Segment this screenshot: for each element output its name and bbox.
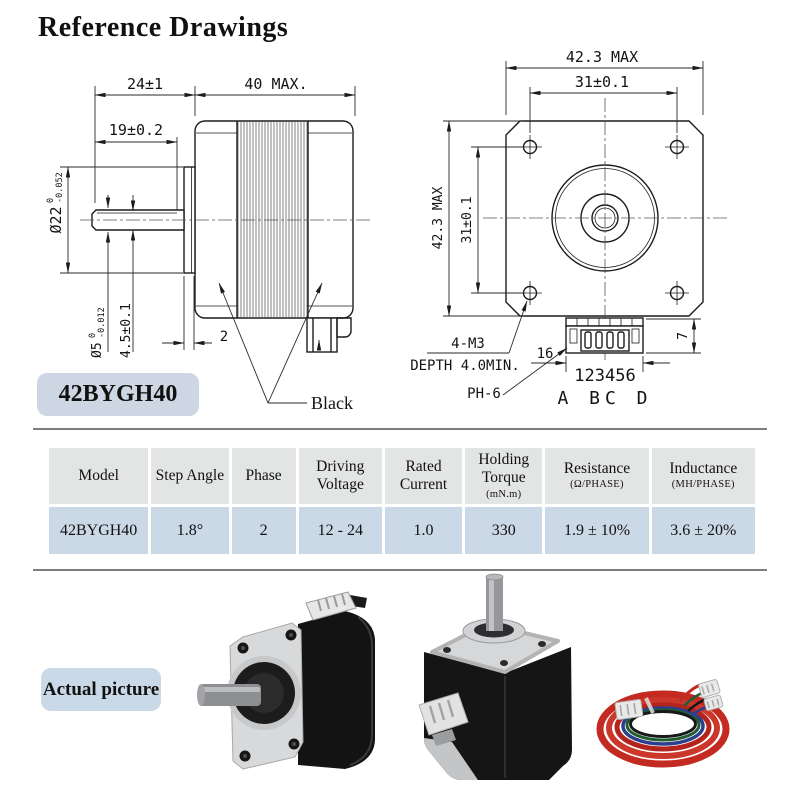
col-inductance: Inductance(MH/PHASE) — [651, 448, 755, 504]
dim-hole-spacing-h: 31±0.1 — [575, 73, 629, 91]
col-phase: Phase — [231, 448, 296, 504]
dim-body-length: 40 MAX. — [244, 75, 307, 93]
svg-text:0: 0 — [46, 198, 56, 203]
value-driving-voltage: 12 - 24 — [298, 507, 382, 554]
col-driving-voltage: Driving Voltage — [298, 448, 382, 504]
spec-header-row: Model Step Angle Phase Driving Voltage R… — [49, 448, 755, 504]
mounting-holes — [518, 135, 689, 305]
dim-connector-width: 16 — [537, 346, 554, 362]
front-connector — [565, 317, 644, 354]
spec-data-row: 42BYGH40 1.8° 2 12 - 24 1.0 330 1.9 ± 10… — [49, 507, 755, 554]
side-connector — [306, 317, 352, 353]
svg-text:-0.012: -0.012 — [97, 307, 107, 338]
dim-connector-height: 7 — [676, 332, 691, 340]
col-resistance: Resistance(Ω/PHASE) — [545, 448, 649, 504]
model-badge: 42BYGH40 — [37, 373, 199, 416]
dim-flat-length: 19±0.2 — [109, 121, 163, 139]
col-step-angle: Step Angle — [151, 448, 229, 504]
svg-text:42.3 MAX: 42.3 MAX — [431, 187, 446, 250]
divider-bottom — [33, 569, 767, 571]
connector-type-callout: PH-6 — [467, 386, 501, 402]
col-model: Model — [49, 448, 149, 504]
value-step-angle: 1.8° — [151, 507, 229, 554]
svg-text:Ø5: Ø5 — [90, 342, 105, 358]
value-rated-current: 1.0 — [384, 507, 463, 554]
lamination-hatch — [237, 122, 308, 317]
svg-text:7: 7 — [676, 332, 691, 340]
mounting-hole-callout: 4-M3 — [451, 336, 485, 352]
pin-phase-letters: A BC D — [557, 388, 652, 409]
dim-pilot-depth: 2 — [220, 329, 228, 345]
value-resistance: 1.9 ± 10% — [545, 507, 649, 554]
hole-depth-callout: DEPTH 4.0MIN. — [410, 358, 520, 374]
divider-top — [33, 428, 767, 430]
photo-cable — [596, 679, 730, 768]
pin-numbers: 123456 — [574, 366, 635, 386]
dim-overall-width: 42.3 MAX — [566, 48, 638, 66]
svg-text:0: 0 — [88, 333, 98, 338]
photo-motor-top — [418, 573, 572, 780]
dim-shaft-diameter: Ø5 0 -0.012 — [88, 307, 107, 358]
spec-table: Model Step Angle Phase Driving Voltage R… — [46, 445, 758, 557]
svg-text:-0.052: -0.052 — [55, 172, 65, 203]
value-holding-torque: 330 — [465, 507, 543, 554]
svg-text:31±0.1: 31±0.1 — [460, 197, 475, 244]
value-phase: 2 — [231, 507, 296, 554]
col-holding-torque: Holding Torque(mN.m) — [465, 448, 543, 504]
col-rated-current: Rated Current — [384, 448, 463, 504]
dim-pilot-diameter: Ø22 0 -0.052 — [46, 172, 65, 233]
actual-picture-badge: Actual picture — [41, 668, 161, 711]
front-view-drawing: 42.3 MAX 31±0.1 42.3 MAX 31±0.1 — [410, 48, 727, 409]
value-inductance: 3.6 ± 20% — [651, 507, 755, 554]
face-outline — [505, 120, 704, 317]
value-model: 42BYGH40 — [49, 507, 149, 554]
spec-table-container: Model Step Angle Phase Driving Voltage R… — [46, 445, 758, 557]
side-view-drawing: 24±1 40 MAX. 19±0.2 Ø22 0 -0.052 — [46, 75, 372, 413]
dim-hole-spacing-v: 31±0.1 — [460, 197, 475, 244]
photo-motor-front — [197, 591, 375, 770]
dim-overall-height: 42.3 MAX — [431, 187, 446, 250]
dim-shaft-length: 24±1 — [127, 75, 163, 93]
dim-flat-height: 4.5±0.1 — [119, 303, 134, 358]
svg-text:Ø22: Ø22 — [47, 206, 65, 233]
page-title: Reference Drawings — [38, 12, 289, 43]
wire-color-label: Black — [311, 393, 353, 413]
svg-text:4.5±0.1: 4.5±0.1 — [119, 303, 134, 358]
